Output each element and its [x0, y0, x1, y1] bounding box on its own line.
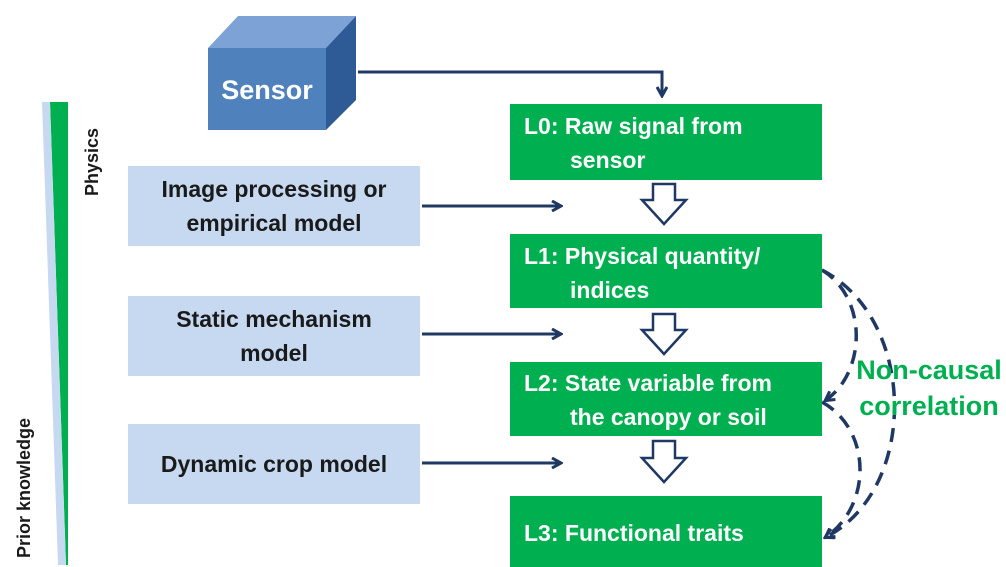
annotation-line1: Non-causal — [856, 355, 1002, 385]
physics-label: Physics — [82, 127, 102, 196]
dashed-arrow-l2-to-l3 — [821, 400, 862, 537]
model-2-line2: model — [240, 340, 308, 366]
level-l1-line1: L1: Physical quantity/ — [524, 243, 761, 269]
annotation-line2: correlation — [859, 391, 999, 421]
prior-knowledge-wedge — [50, 102, 68, 565]
sensor-label: Sensor — [221, 75, 313, 105]
down-arrow-l1-l2 — [639, 312, 689, 356]
prior-knowledge-wedge-light — [42, 102, 66, 565]
model-box-dynamic-crop: Dynamic crop model — [128, 424, 420, 504]
non-causal-correlation-label: Non-causal correlation — [852, 352, 1006, 424]
level-l2-line1: L2: State variable from — [524, 370, 772, 396]
model-1-line1: Image processing or — [161, 176, 387, 202]
model-2-line1: Static mechanism — [176, 306, 372, 332]
level-box-l1: L1: Physical quantity/ indices — [510, 234, 822, 308]
model-box-image-processing: Image processing or empirical model — [128, 166, 420, 246]
level-l3-line1: L3: Functional traits — [524, 520, 744, 546]
level-box-l0: L0: Raw signal from sensor — [510, 104, 822, 180]
level-box-l2: L2: State variable from the canopy or so… — [510, 362, 822, 436]
level-l2-line2: the canopy or soil — [570, 404, 767, 430]
level-box-l3: L3: Functional traits — [510, 496, 822, 567]
prior-knowledge-label: Prior knowledge — [14, 417, 34, 558]
down-arrow-l2-l3 — [639, 439, 689, 484]
dashed-arrow-l1-to-l2 — [821, 268, 858, 400]
sensor-cube-icon — [208, 16, 356, 130]
model-3-line1: Dynamic crop model — [160, 451, 388, 477]
down-arrow-l0-l1 — [639, 182, 689, 226]
model-1-line2: empirical model — [186, 210, 362, 236]
model-box-static-mechanism: Static mechanism model — [128, 296, 420, 376]
level-l0-line2: sensor — [570, 147, 646, 173]
level-l1-line2: indices — [570, 277, 650, 303]
dashed-arrow-l1-to-l3 — [821, 268, 897, 537]
sensor-to-l0-arrow — [358, 70, 662, 95]
level-l0-line1: L0: Raw signal from — [524, 113, 743, 139]
